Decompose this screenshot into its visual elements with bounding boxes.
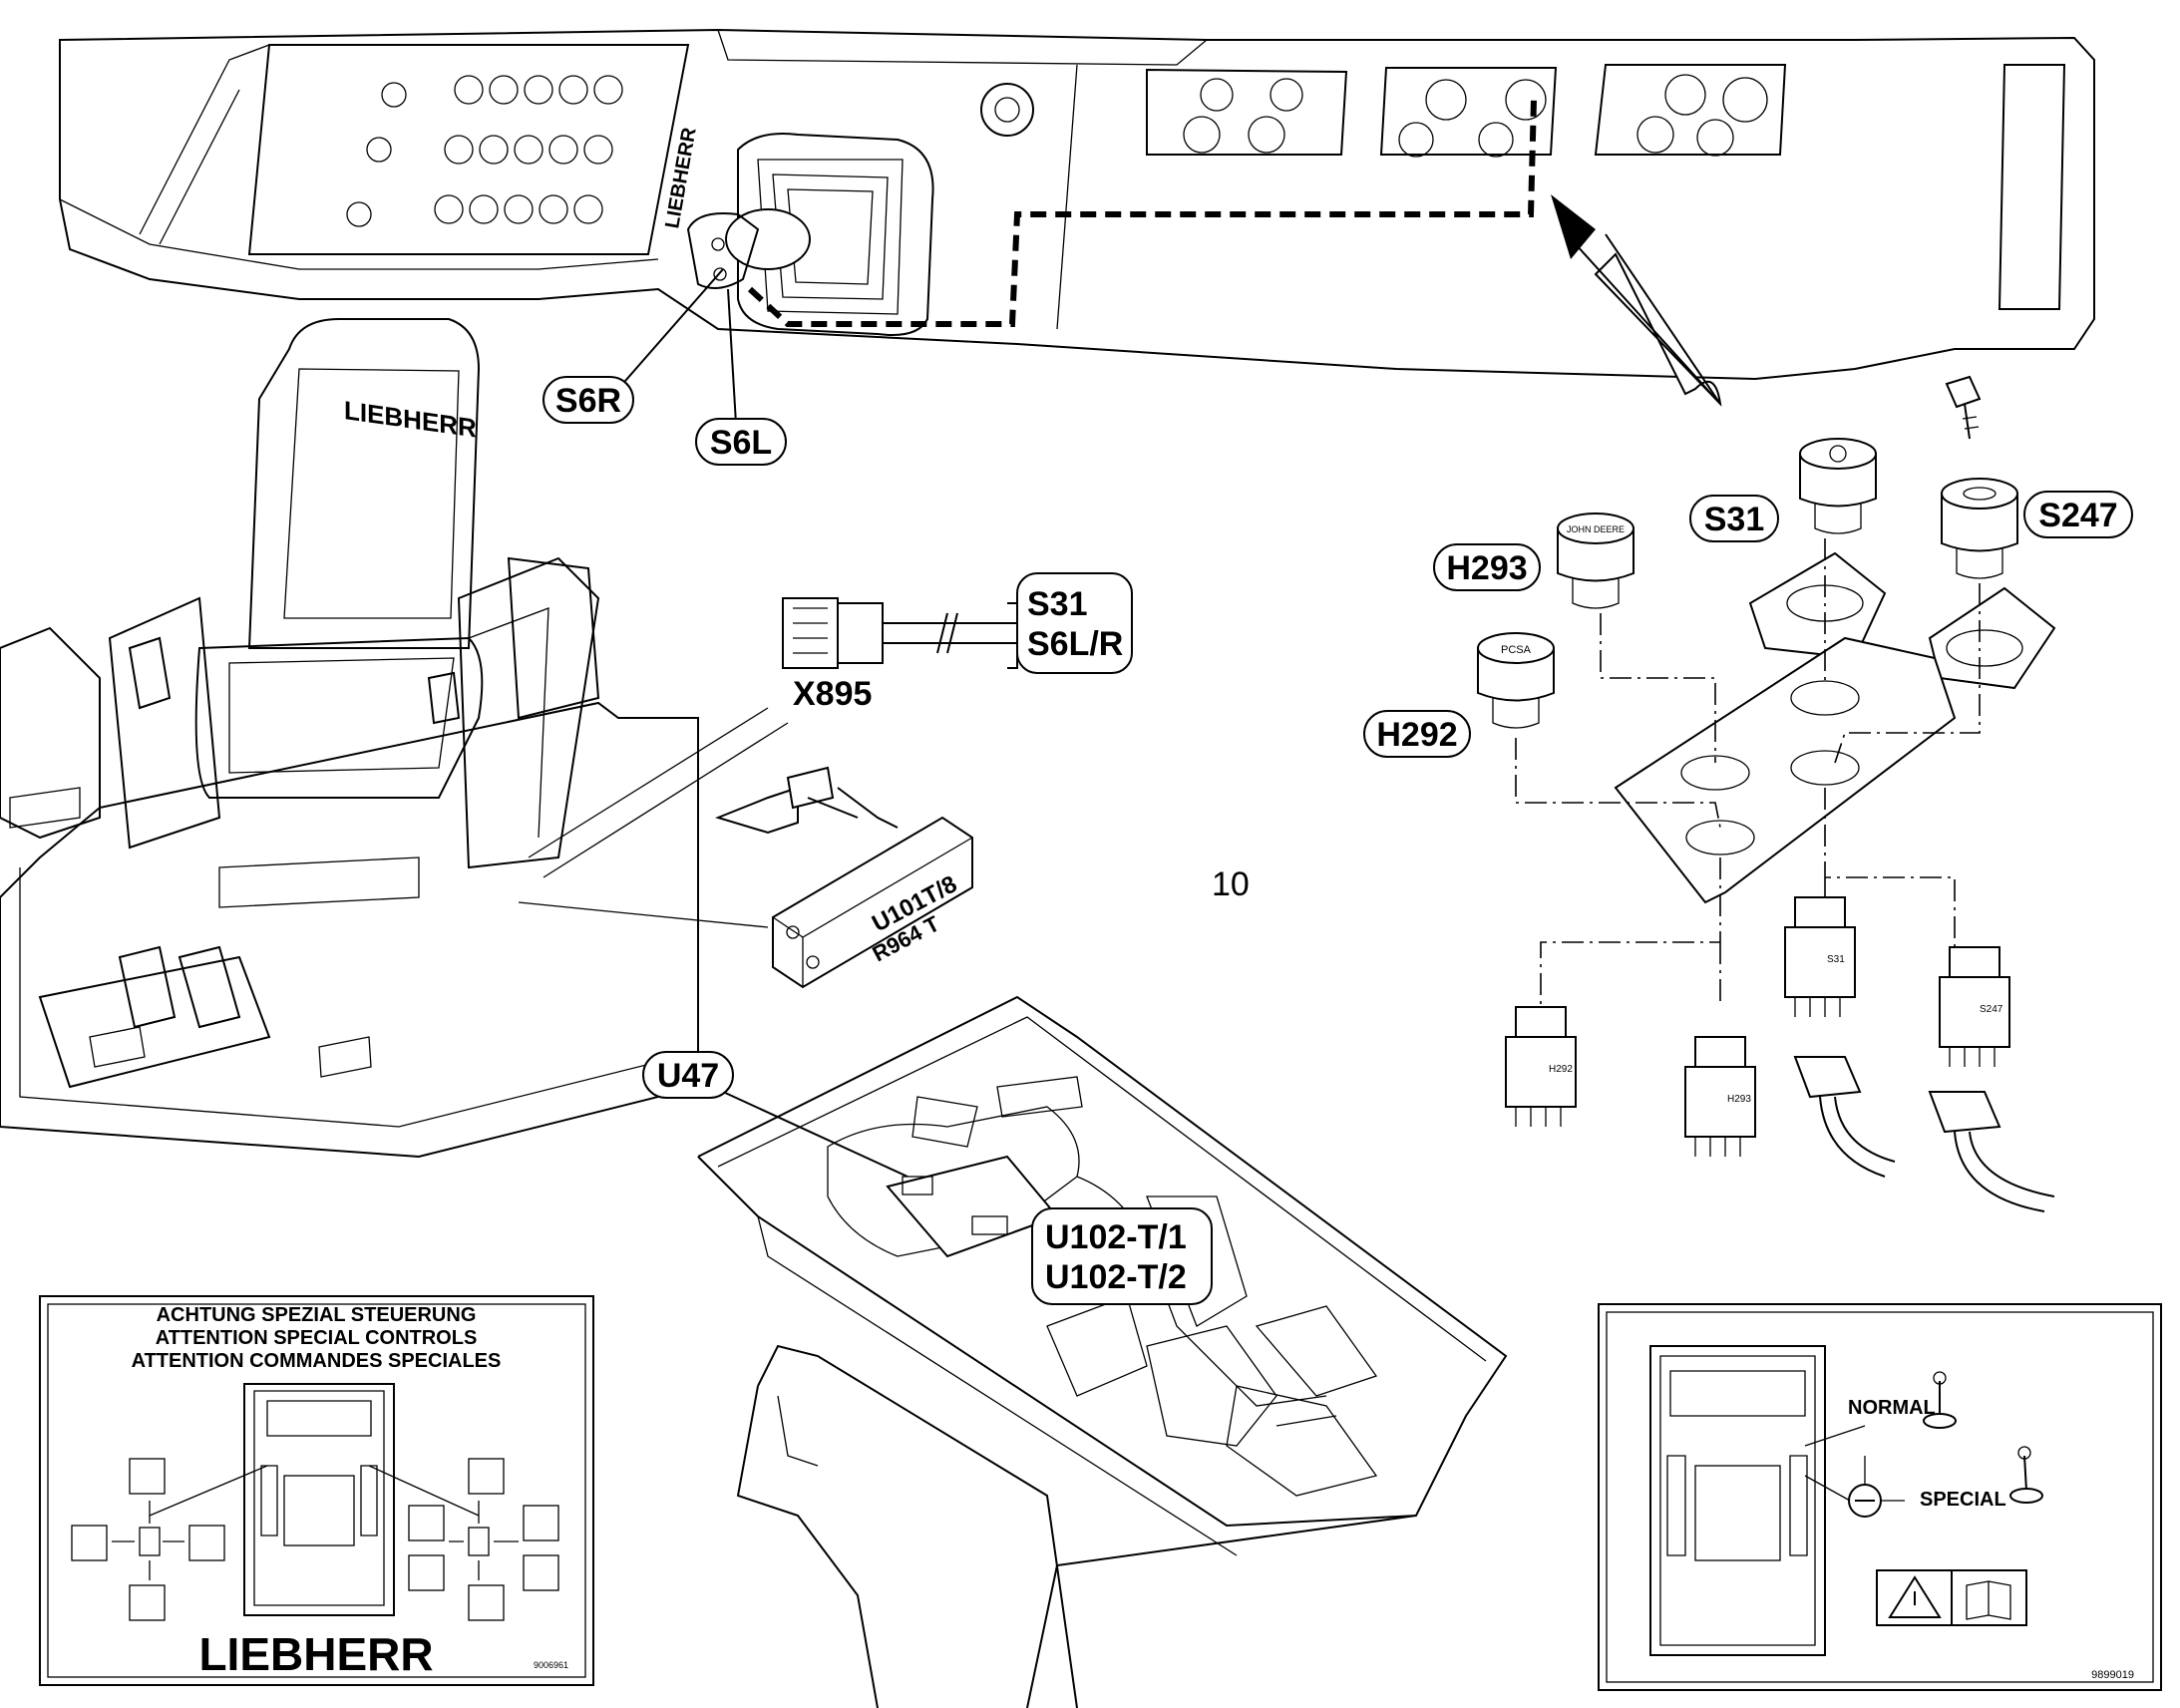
mode-plate-code: 9899019: [2091, 1669, 2134, 1681]
cab-floor-assembly: [697, 995, 1508, 1708]
right-joystick-pattern: [408, 1458, 559, 1621]
mode-special-label: SPECIAL: [1920, 1489, 2006, 1511]
callout-s31-s6lr: S31 S6L/R: [1016, 572, 1133, 674]
lamp-cap-h292-text: PCSA: [1501, 644, 1532, 656]
callout-h293: H293: [1433, 543, 1541, 591]
switch-exploded-view: JOHN DEERE PCSA H292: [1477, 375, 2056, 1212]
joystick-icon-special: [2009, 1446, 2043, 1504]
callout-h292: H292: [1363, 710, 1471, 758]
cable-route-s6: [747, 99, 1537, 327]
svg-text:H293: H293: [1446, 549, 1527, 587]
warning-plate: ACHTUNG SPEZIAL STEUERUNG ATTENTION SPEC…: [39, 1295, 594, 1686]
lamp-cap-h293: JOHN DEERE: [1557, 512, 1635, 609]
module-u101t8: U101T/8 R964 T: [518, 766, 973, 989]
switch-body-s31: S31: [1784, 896, 1856, 1017]
switch-cap-s31: [1799, 438, 1877, 534]
svg-text:U102-T/2: U102-T/2: [1045, 1258, 1187, 1296]
svg-text:U102-T/1: U102-T/1: [1045, 1218, 1187, 1256]
svg-text:U47: U47: [657, 1057, 719, 1095]
joystick-boot: [686, 133, 934, 336]
svg-text:ATTENTION SPECIAL CONTROLS: ATTENTION SPECIAL CONTROLS: [156, 1327, 478, 1349]
manual-book-icon: [1966, 1580, 2011, 1620]
key-icon: [1945, 375, 1982, 440]
warning-plate-brand: LIEBHERR: [198, 1628, 433, 1680]
svg-text:S247: S247: [2038, 497, 2117, 534]
escutcheon-s31: [1748, 551, 1887, 660]
joystick-icon: [1923, 1371, 1957, 1429]
svg-text:S31: S31: [1027, 585, 1088, 623]
callout-s247: S247: [2023, 491, 2133, 538]
svg-text:S6L: S6L: [710, 424, 772, 462]
seat-brand: LIEBHERR: [344, 395, 477, 444]
assembly-lines: [1515, 538, 1981, 1007]
switch-connector-s247: [1928, 1091, 2055, 1212]
svg-text:H292: H292: [1549, 1064, 1573, 1075]
lamp-cap-h293-text: JOHN DEERE: [1567, 524, 1625, 534]
switch-connector-s31: [1793, 1056, 1896, 1178]
svg-text:S6L/R: S6L/R: [1027, 625, 1123, 663]
connector-x895: X895: [528, 597, 1018, 878]
callout-s31: S31: [1689, 495, 1779, 542]
callout-s6r: S6R: [543, 268, 724, 424]
svg-text:S31: S31: [1704, 501, 1765, 538]
ignition-dial: [980, 83, 1034, 137]
svg-text:S247: S247: [1980, 1004, 2003, 1015]
svg-text:H293: H293: [1727, 1094, 1751, 1105]
switch-body-h293: H293: [1684, 1036, 1756, 1157]
mode-normal-label: NORMAL: [1848, 1397, 1936, 1419]
callout-u47: U47: [642, 1051, 908, 1178]
callout-s6l: S6L: [695, 288, 787, 466]
svg-text:ATTENTION COMMANDES SPECIALES: ATTENTION COMMANDES SPECIALES: [132, 1350, 502, 1372]
escutcheon-s247: [1928, 586, 2056, 690]
svg-text:ACHTUNG SPEZIAL STEUERUNG: ACHTUNG SPEZIAL STEUERUNG: [157, 1304, 477, 1326]
panel-switches: [346, 75, 623, 227]
operator-console: LIEBHERR: [59, 28, 2095, 407]
switch-body-h292: H292: [1505, 1006, 1577, 1127]
mode-plate: NORMAL SPECIAL 9899019: [1598, 1303, 2162, 1691]
right-panels: [1146, 64, 2066, 310]
warning-plate-code: 9006961: [534, 1660, 568, 1670]
mounting-plate: [1614, 636, 1957, 904]
operator-seat-assembly: LIEBHERR: [0, 318, 699, 1159]
left-joystick-pattern: [71, 1458, 225, 1621]
switch-body-s247: S247: [1939, 946, 2010, 1067]
item-number: 10: [1212, 865, 1250, 903]
x895-label: X895: [793, 675, 872, 713]
svg-text:H292: H292: [1376, 716, 1457, 754]
lamp-cap-h292: PCSA: [1477, 632, 1555, 729]
svg-text:S6R: S6R: [555, 382, 621, 420]
switch-cap-s247: [1941, 478, 2018, 579]
svg-text:S31: S31: [1827, 954, 1845, 965]
detail-pointer: [1551, 194, 1722, 407]
callout-u102: U102-T/1 U102-T/2: [1031, 1207, 1213, 1305]
console-brand: LIEBHERR: [661, 126, 701, 230]
warning-triangle-icon: [1888, 1575, 1942, 1618]
